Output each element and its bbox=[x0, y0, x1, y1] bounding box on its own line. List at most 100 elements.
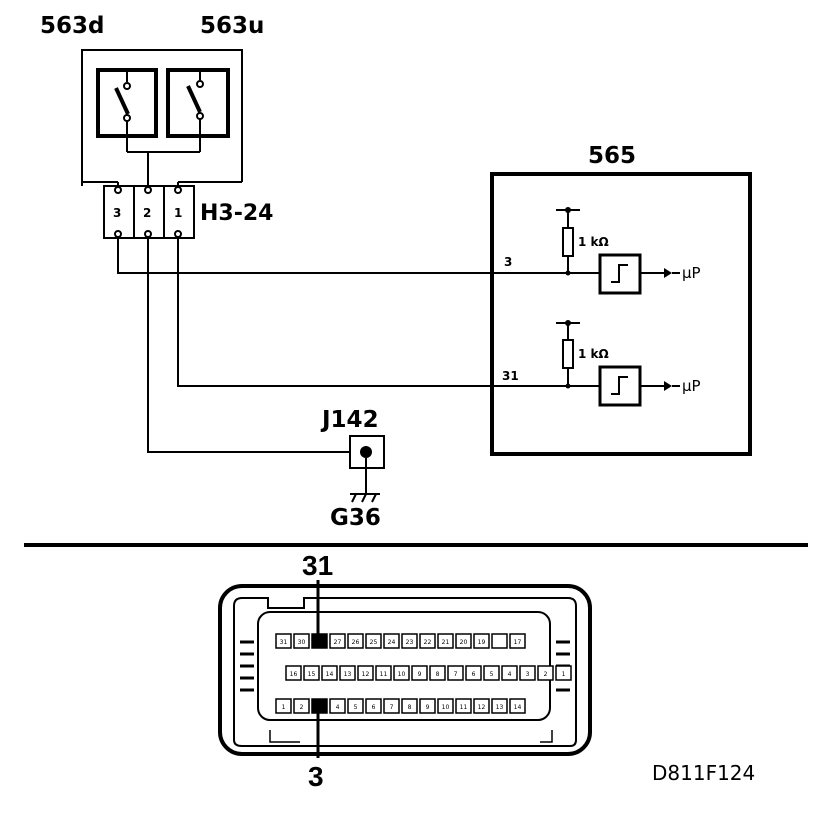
connector-pin-2-label: 2 bbox=[143, 206, 151, 220]
face-pin-number: 22 bbox=[424, 639, 432, 646]
face-pin-cavity bbox=[437, 698, 454, 714]
face-pin-cavity bbox=[275, 633, 292, 649]
face-pin-cavity bbox=[293, 633, 310, 649]
face-pin-cavity bbox=[329, 633, 346, 649]
face-pin-cavity bbox=[347, 633, 364, 649]
face-pin-number: 27 bbox=[334, 639, 342, 646]
face-pin-number: 31 bbox=[280, 639, 288, 646]
face-pin-number: 11 bbox=[460, 704, 468, 711]
face-pin-cavity bbox=[491, 698, 508, 714]
face-pin-top-label: 31 bbox=[302, 550, 333, 581]
face-pin-cavity bbox=[501, 665, 518, 681]
face-pin-cavity bbox=[447, 665, 464, 681]
face-pin-cavity bbox=[537, 665, 554, 681]
face-pin-cavity bbox=[293, 698, 310, 714]
face-pin-number: 5 bbox=[490, 671, 494, 678]
face-pin-cavity bbox=[357, 665, 374, 681]
face-pin-number: 12 bbox=[362, 671, 370, 678]
face-pin-cavity bbox=[473, 633, 490, 649]
face-pin-cavity bbox=[509, 698, 526, 714]
switch-563u bbox=[166, 68, 230, 152]
face-pin-number: 5 bbox=[354, 704, 358, 711]
pullup-resistor-2 bbox=[562, 339, 574, 369]
face-pin-number: 1 bbox=[282, 704, 286, 711]
face-pin-number: 8 bbox=[436, 671, 440, 678]
face-pin-number: 21 bbox=[442, 639, 450, 646]
face-pin-number: 7 bbox=[390, 704, 394, 711]
face-pin-number: 6 bbox=[472, 671, 476, 678]
connector-label: H3-24 bbox=[200, 201, 273, 226]
face-pin-cavity bbox=[383, 633, 400, 649]
switch-up-label: 563u bbox=[200, 13, 264, 39]
face-pin-cavity bbox=[419, 633, 436, 649]
switch-down-label: 563d bbox=[40, 13, 104, 39]
wire-pin2-to-ground bbox=[147, 238, 350, 453]
face-pin-cavity bbox=[555, 665, 572, 681]
face-pin-number: 14 bbox=[514, 704, 522, 711]
face-pin-number: 13 bbox=[496, 704, 504, 711]
face-pin-number: 4 bbox=[336, 704, 340, 711]
face-pin-cavity bbox=[365, 633, 382, 649]
module-pin-31-label: 31 bbox=[502, 369, 519, 383]
junction-stud bbox=[360, 446, 372, 458]
face-pin-cavity bbox=[393, 665, 410, 681]
face-pin-number: 10 bbox=[398, 671, 406, 678]
face-pin-number: 24 bbox=[388, 639, 396, 646]
wire-pin1-to-module bbox=[177, 238, 492, 387]
switch-563d bbox=[96, 68, 158, 152]
face-pin-cavity bbox=[311, 633, 328, 649]
face-pin-cavity bbox=[339, 665, 356, 681]
face-pin-cavity bbox=[401, 698, 418, 714]
face-pin-cavity bbox=[329, 698, 346, 714]
output-1-label: µP bbox=[682, 264, 701, 282]
face-pin-number: 3 bbox=[318, 704, 322, 711]
face-pin-number: 2 bbox=[300, 704, 304, 711]
face-pin-number: 20 bbox=[460, 639, 468, 646]
connector-h3-24: 3 2 1 bbox=[103, 185, 195, 239]
face-pin-cavity bbox=[365, 698, 382, 714]
face-pin-number: 23 bbox=[406, 639, 414, 646]
face-pin-cavity bbox=[383, 698, 400, 714]
connector-pin-1-label: 1 bbox=[174, 206, 182, 220]
module-label: 565 bbox=[588, 143, 636, 169]
face-pin-number: 19 bbox=[478, 639, 486, 646]
ground-symbol bbox=[350, 493, 380, 503]
face-pin-number: 9 bbox=[418, 671, 422, 678]
face-pin-number: 11 bbox=[380, 671, 388, 678]
face-pin-cavity bbox=[519, 665, 536, 681]
module-channel-pin-31: 31 1 kΩ µP bbox=[492, 320, 701, 407]
face-pin-cavity bbox=[275, 698, 292, 714]
resistor-1-value: 1 kΩ bbox=[578, 235, 609, 249]
face-pin-number: 3 bbox=[526, 671, 530, 678]
face-pin-number: 17 bbox=[514, 639, 522, 646]
switch-housing bbox=[81, 49, 243, 186]
face-pin-number: 15 bbox=[308, 671, 316, 678]
face-pin-number: 10 bbox=[442, 704, 450, 711]
wire-pin3-to-module bbox=[117, 238, 492, 274]
connector-pin-3-label: 3 bbox=[113, 206, 121, 220]
face-pin-number: 9 bbox=[426, 704, 430, 711]
face-pin-cavity bbox=[285, 665, 302, 681]
face-pin-number: 1 bbox=[562, 671, 566, 678]
face-pin-number: 8 bbox=[408, 704, 412, 711]
face-pin-cavity bbox=[455, 633, 472, 649]
face-pin-cavity bbox=[509, 633, 526, 649]
face-pin-number: 26 bbox=[352, 639, 360, 646]
face-pin-cavity bbox=[429, 665, 446, 681]
face-pin-number: 16 bbox=[290, 671, 298, 678]
junction-label: J142 bbox=[320, 407, 379, 433]
face-pin-number: 7 bbox=[454, 671, 458, 678]
face-pin-number: 4 bbox=[508, 671, 512, 678]
face-pin-number: 6 bbox=[372, 704, 376, 711]
figure-code: D811F124 bbox=[652, 761, 755, 785]
output-2-label: µP bbox=[682, 377, 701, 395]
face-pin-cavity bbox=[491, 633, 508, 649]
module-565 bbox=[490, 172, 752, 456]
face-pin-number: 14 bbox=[326, 671, 334, 678]
face-pin-cavity bbox=[455, 698, 472, 714]
face-pin-cavity bbox=[375, 665, 392, 681]
face-pin-cavity bbox=[321, 665, 338, 681]
face-pin-number: 25 bbox=[370, 639, 378, 646]
face-pin-cavity bbox=[465, 665, 482, 681]
